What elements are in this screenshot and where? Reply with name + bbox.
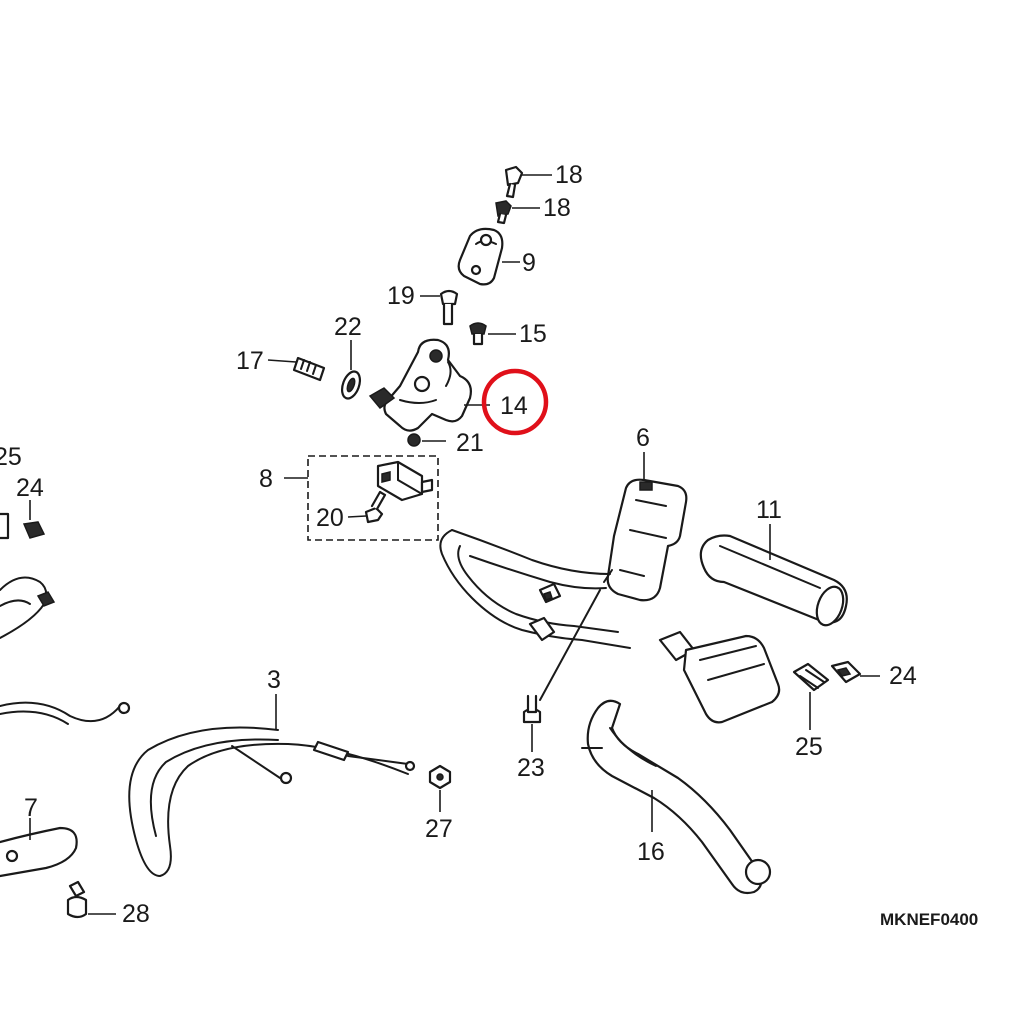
lever-part-16[interactable]	[581, 699, 772, 895]
left-cable[interactable]	[0, 701, 131, 725]
callout-7: 7	[24, 794, 38, 822]
clip-part-24-right[interactable]	[830, 660, 862, 684]
callout-22: 22	[334, 313, 362, 341]
callout-8: 8	[259, 465, 273, 493]
callout-28: 28	[122, 900, 150, 928]
callout-9: 9	[522, 249, 536, 277]
left-mirror-arm[interactable]	[0, 576, 56, 639]
grip-part-11[interactable]	[699, 534, 848, 629]
callout-18a: 18	[555, 161, 583, 189]
callout-23: 23	[517, 754, 545, 782]
callout-18b: 18	[543, 194, 571, 222]
holder-part-9[interactable]	[457, 227, 504, 286]
left-clip-part-25[interactable]	[0, 512, 10, 540]
callout-11: 11	[756, 496, 782, 524]
switch-housing-part-6[interactable]	[603, 478, 688, 602]
bolt-part-28[interactable]	[66, 880, 88, 919]
bracket-part-7[interactable]	[0, 826, 78, 878]
callout-15: 15	[519, 320, 547, 348]
handlebar-assembly[interactable]	[439, 529, 781, 724]
switch-group-part-8[interactable]	[307, 455, 439, 541]
callout-20: 20	[316, 504, 344, 532]
callout-24-left: 24	[16, 474, 44, 502]
screw-part-17[interactable]	[292, 356, 326, 382]
callout-6: 6	[636, 424, 650, 452]
cable-part-3[interactable]	[128, 726, 416, 878]
callout-17: 17	[236, 347, 264, 375]
diagram-code: MKNEF0400	[880, 910, 978, 929]
callout-19: 19	[387, 282, 415, 310]
bolt-part-19[interactable]	[439, 289, 459, 326]
bolt-part-15[interactable]	[469, 322, 487, 346]
left-clip-part-24[interactable]	[22, 521, 46, 539]
callout-27: 27	[425, 815, 453, 843]
callout-25-left: 25	[0, 443, 22, 471]
callout-14: 14	[500, 392, 528, 420]
callout-16: 16	[637, 838, 665, 866]
bolt-part-23[interactable]	[522, 694, 542, 724]
screw-part-20[interactable]	[364, 490, 387, 524]
clip-part-25-right[interactable]	[792, 662, 830, 692]
nut-part-27[interactable]	[428, 764, 452, 790]
callout-24-right: 24	[889, 662, 917, 690]
highlight-circle	[481, 368, 549, 436]
bolt-part-18b[interactable]	[495, 200, 512, 225]
callout-3: 3	[267, 666, 281, 694]
bolt-part-18a[interactable]	[504, 165, 524, 199]
callout-21: 21	[456, 429, 484, 457]
lever-bracket-part-14[interactable]	[368, 338, 472, 432]
callout-25-right: 25	[795, 733, 823, 761]
washer-part-22[interactable]	[339, 369, 364, 401]
screw-part-21[interactable]	[407, 433, 421, 447]
